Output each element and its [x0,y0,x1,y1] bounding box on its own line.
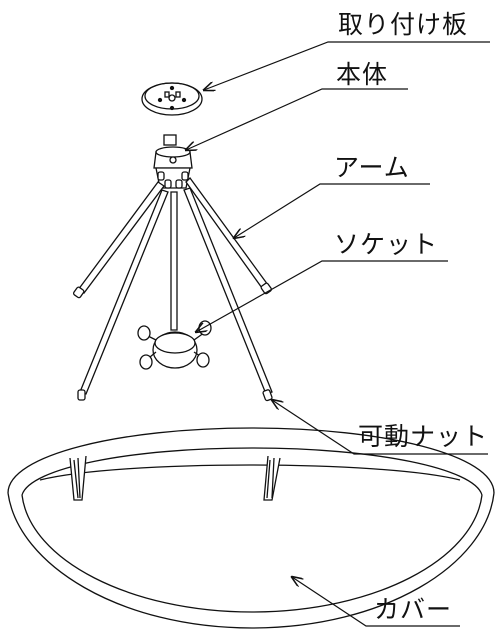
mounting-plate-drawing [141,82,203,116]
label-cover: カバー [374,595,453,624]
leader-lines [186,41,490,627]
label-body: 本体 [336,60,389,89]
body-drawing [153,134,193,189]
label-movable-nut: 可動ナット [358,422,489,451]
cover-drawing [7,427,495,629]
arms-drawing [72,177,273,402]
label-arm: アーム [334,153,410,182]
label-socket: ソケット [334,230,439,259]
label-mounting-plate: 取り付け板 [338,10,469,39]
